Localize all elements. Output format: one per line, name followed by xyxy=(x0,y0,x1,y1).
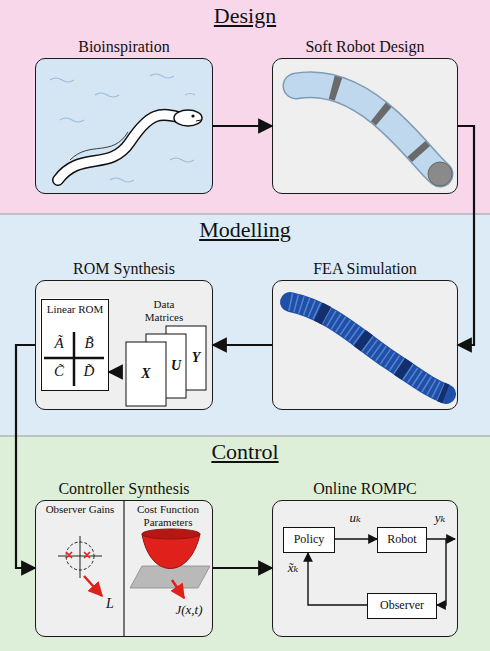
symbol-label: L xyxy=(106,596,114,612)
cost-plane xyxy=(130,566,210,588)
box-heading: Soft Robot Design xyxy=(305,38,424,56)
water-stroke xyxy=(185,94,195,96)
block-box: Policy xyxy=(283,527,335,553)
box-label: Observer xyxy=(380,599,424,612)
process-box: Soft Robot Design xyxy=(272,58,458,194)
block-box: Observer xyxy=(367,593,437,619)
symbol-label: D̃ xyxy=(84,363,95,380)
process-box: Linear ROM xyxy=(41,299,109,391)
signal-label: x̃ₖ xyxy=(288,561,299,575)
band-fill xyxy=(0,0,490,214)
fea-bands xyxy=(290,302,446,394)
box-fill xyxy=(35,500,213,637)
process-box: Bioinspiration xyxy=(35,58,213,194)
eel-head xyxy=(174,110,202,126)
eel-fin xyxy=(70,132,128,160)
band-title: Modelling xyxy=(0,218,490,242)
water-strokes xyxy=(50,74,195,182)
symbol-label: X xyxy=(141,366,150,382)
flow-arrow xyxy=(213,567,272,569)
symbol-label: B̃ xyxy=(84,335,93,352)
box-label: Robot xyxy=(387,533,416,546)
symbol-label: C̃ xyxy=(54,363,64,380)
panel-caption: Observer Gains xyxy=(40,503,120,516)
box-label: Data Matrices xyxy=(135,298,193,323)
box-fill xyxy=(272,500,458,637)
robot-bands xyxy=(296,85,440,174)
water-stroke xyxy=(95,93,119,97)
robot-outline xyxy=(296,85,440,174)
signal-label: uₖ xyxy=(349,511,360,525)
box-heading: Controller Synthesis xyxy=(58,480,189,498)
box-label: Policy xyxy=(294,533,325,546)
matrix-divider xyxy=(44,357,104,360)
process-box: FEA Simulation xyxy=(272,280,458,410)
robot-body xyxy=(296,85,440,174)
data-sheet xyxy=(126,342,166,406)
process-box: Online ROMPCPolicyRobotObserver xyxy=(272,500,458,637)
symbol-label: J(x,t) xyxy=(175,603,202,618)
flow-arrow xyxy=(308,553,367,605)
water-stroke xyxy=(150,74,174,78)
stage-band: ControlController Synthesis Online ROMPC P… xyxy=(0,436,490,651)
band-fill xyxy=(0,436,490,651)
flow-arrow xyxy=(213,125,272,127)
soft-robot-illustration xyxy=(296,85,452,186)
eel-mouth xyxy=(196,120,201,121)
box-fill xyxy=(272,58,458,194)
band-separator xyxy=(0,213,490,215)
flow-arrow xyxy=(16,345,35,568)
band-title: Control xyxy=(0,440,490,464)
box-heading: FEA Simulation xyxy=(313,260,417,278)
panel-divider xyxy=(123,501,124,636)
water-stroke xyxy=(50,78,74,82)
box-fill xyxy=(35,58,213,194)
fea-body xyxy=(290,302,446,394)
box-heading: ROM Synthesis xyxy=(73,260,175,278)
stage-band: ModellingROM SynthesisLinear ROM Data Mat… xyxy=(0,214,490,436)
box-heading: Bioinspiration xyxy=(78,38,170,56)
eel-eye xyxy=(191,114,194,117)
water-stroke xyxy=(110,178,134,182)
panel-caption: Cost Function Parameters xyxy=(126,503,210,528)
water-stroke xyxy=(60,118,84,122)
flow-arrow xyxy=(335,538,377,539)
eel-body xyxy=(58,115,182,180)
signal-label: yₖ xyxy=(435,511,446,525)
flow-arrow xyxy=(458,126,474,345)
box-fill xyxy=(272,280,458,410)
rom-fill xyxy=(40,298,108,390)
stage-band: DesignBioinspirationSoft Robot Design xyxy=(0,0,490,214)
pole-markers xyxy=(66,552,90,558)
symbol-label: U xyxy=(171,358,181,374)
band-fill xyxy=(0,214,490,436)
fea-mesh-speckle xyxy=(290,302,446,394)
robot-tip xyxy=(428,162,452,186)
block-box: Robot xyxy=(377,527,427,553)
eel-illustration xyxy=(58,110,202,180)
red-arrow xyxy=(172,580,184,598)
flow-arrow xyxy=(213,344,272,346)
symbol-label: Y xyxy=(192,350,201,366)
flow-arrow xyxy=(109,371,121,373)
water-stroke xyxy=(170,158,194,162)
box-label: Linear ROM xyxy=(46,303,104,316)
box-heading: Online ROMPC xyxy=(313,480,417,498)
unit-circle xyxy=(66,542,94,570)
output-arrow xyxy=(446,538,455,539)
band-title: Design xyxy=(0,4,490,28)
symbol-label: Ã xyxy=(54,335,63,352)
box-fill xyxy=(35,280,213,410)
eel-outline xyxy=(58,115,182,180)
band-separator xyxy=(0,435,490,437)
fea-mesh-illustration xyxy=(290,302,446,394)
red-arrow xyxy=(84,576,102,596)
cost-bowl-rim xyxy=(142,529,200,539)
